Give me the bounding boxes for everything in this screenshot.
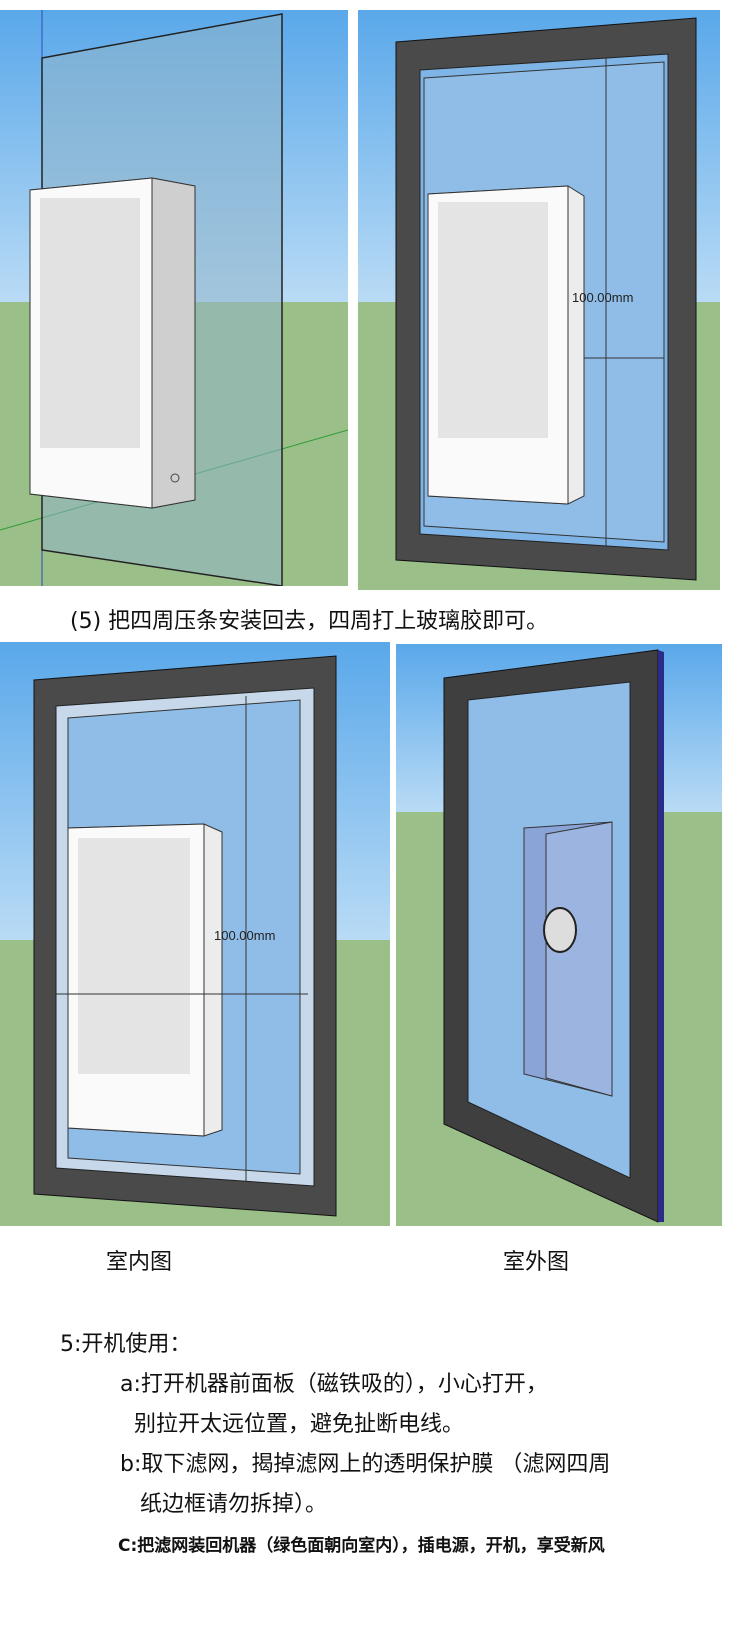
- outdoor-label: 室外图: [503, 1244, 569, 1276]
- dimension-text-2: 100.00mm: [214, 928, 275, 943]
- step5-b-line2: 纸边框请勿拆掉）。: [140, 1486, 327, 1518]
- render-glass-with-unit: [0, 10, 348, 586]
- indoor-label: 室内图: [106, 1244, 172, 1276]
- step5-b-line1: b:取下滤网，揭掉滤网上的透明保护膜 （滤网四周: [120, 1446, 610, 1478]
- dimension-text-1: 100.00mm: [572, 290, 633, 305]
- render-4-svg: [396, 644, 722, 1226]
- step5-a-line2: 别拉开太远位置，避免扯断电线。: [134, 1406, 464, 1438]
- step5-a-line1: a:打开机器前面板（磁铁吸的），小心打开，: [120, 1366, 548, 1398]
- step5-title: 5:开机使用：: [60, 1326, 191, 1358]
- render-1-svg: [0, 10, 348, 586]
- render-unit-in-frame: 100.00mm: [358, 10, 720, 590]
- step-caption: (5) 把四周压条安装回去，四周打上玻璃胶即可。: [70, 603, 548, 635]
- render-2-svg: 100.00mm: [358, 10, 720, 590]
- step5-c-line: C:把滤网装回机器（绿色面朝向室内），插电源，开机，享受新风: [118, 1531, 605, 1556]
- render-indoor-view: 100.00mm: [0, 642, 390, 1226]
- render-outdoor-view: [396, 644, 722, 1226]
- render-3-svg: 100.00mm: [0, 642, 390, 1226]
